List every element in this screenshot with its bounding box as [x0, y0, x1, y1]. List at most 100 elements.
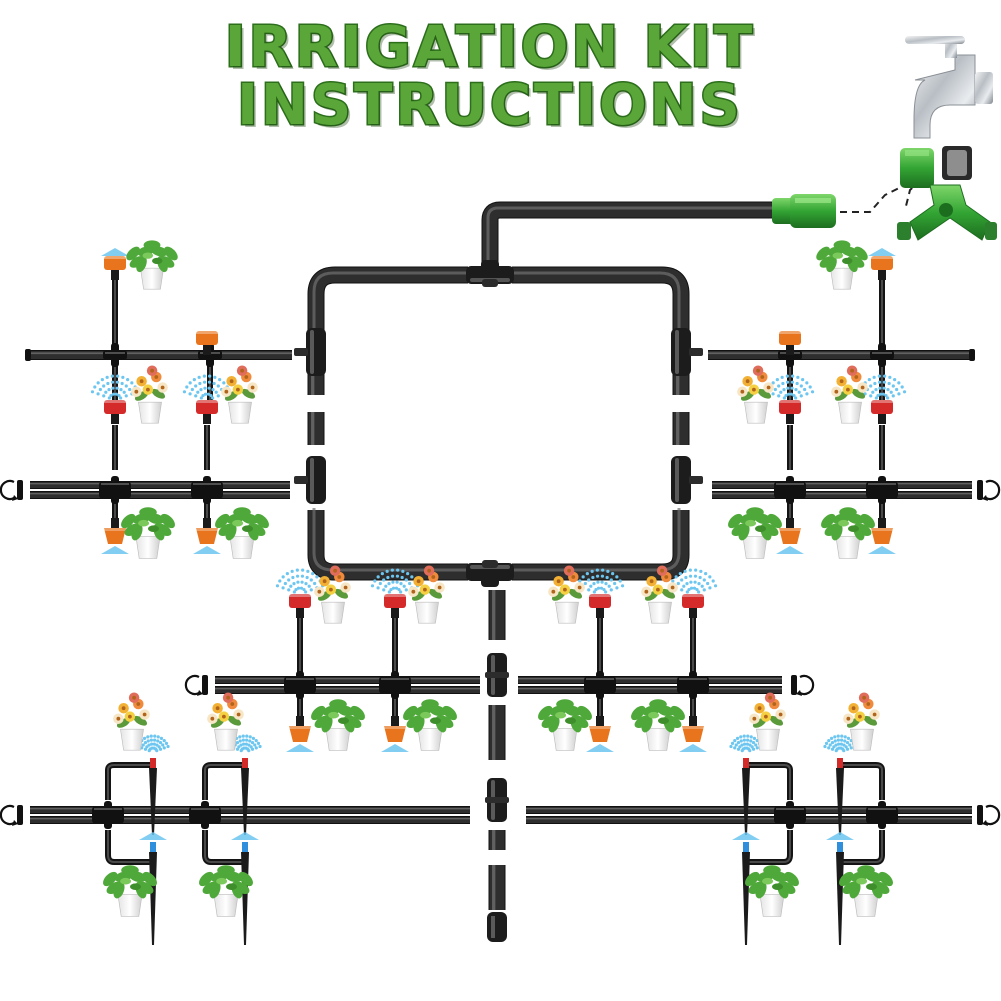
flower-pot-icon	[843, 692, 880, 751]
tube-segment	[488, 705, 506, 760]
end-plug-icon	[0, 479, 23, 501]
y-splitter-icon	[897, 184, 997, 241]
flower-pot-icon	[548, 565, 585, 624]
tube-segment	[712, 481, 972, 489]
spray-nozzle-icon	[275, 568, 325, 594]
spray-nozzle-icon	[231, 832, 259, 840]
drip-emitter-icon	[589, 716, 611, 742]
potted-plant-icon	[126, 240, 178, 290]
tee-connector-icon	[774, 801, 806, 829]
spray-nozzle-icon	[101, 546, 129, 554]
spray-nozzle-icon	[679, 744, 707, 752]
tube-segment	[518, 676, 782, 684]
tube-segment	[215, 686, 480, 694]
drip-emitter-icon	[589, 594, 611, 618]
drip-emitter-icon	[779, 331, 801, 355]
micro-tube	[105, 830, 150, 865]
tube-segment	[518, 686, 782, 694]
tube-segment	[215, 676, 480, 684]
end-cap-icon	[969, 349, 975, 361]
tube-segment	[30, 350, 292, 360]
tubing-layer	[30, 171, 972, 910]
tube-segment	[526, 816, 972, 824]
flower-pot-icon	[131, 365, 168, 424]
tube-segment	[708, 350, 970, 360]
drip-emitter-icon	[289, 716, 311, 742]
potted-plant-icon	[311, 699, 365, 751]
micro-tube	[105, 762, 150, 800]
tee-connector-icon	[866, 476, 898, 504]
potted-plant-icon	[631, 699, 685, 751]
spray-nozzle-icon	[586, 744, 614, 752]
end-cap-icon	[487, 912, 507, 942]
tee-connector-icon	[671, 328, 703, 376]
tee-connector-icon	[671, 456, 703, 504]
tee-connector-icon	[870, 343, 894, 367]
potted-plant-icon	[745, 865, 799, 917]
spray-nozzle-icon	[868, 546, 896, 554]
spray-nozzle-icon	[90, 374, 140, 400]
micro-tube	[840, 762, 885, 800]
spray-nozzle-icon	[139, 832, 167, 840]
tee-connector-icon	[284, 671, 316, 699]
tube-segment	[510, 266, 690, 330]
potted-plant-icon	[728, 507, 782, 559]
spray-nozzle-icon	[826, 832, 854, 840]
spray-nozzle-icon	[868, 248, 896, 256]
hose-adapter-icon	[900, 146, 972, 188]
tee-connector-icon	[379, 671, 411, 699]
potted-plant-icon	[403, 699, 457, 751]
tee-connector-icon	[294, 328, 326, 376]
spray-nozzle-icon	[776, 546, 804, 554]
tee-connector-icon	[294, 456, 326, 504]
potted-plant-icon	[816, 240, 868, 290]
potted-plant-icon	[821, 507, 875, 559]
flower-pot-icon	[408, 565, 445, 624]
tube-segment	[481, 201, 780, 262]
parts-layer	[0, 36, 1001, 945]
tube-segment	[672, 412, 690, 445]
drip-emitter-icon	[384, 594, 406, 618]
flower-pot-icon	[641, 565, 678, 624]
sprinkler-stake-icon	[836, 842, 844, 945]
tee-connector-icon	[189, 801, 221, 829]
title-line-1: IRRIGATION KIT	[223, 15, 756, 80]
spray-nozzle-icon	[136, 734, 170, 753]
spray-nozzle-icon	[101, 248, 129, 256]
end-plug-icon	[184, 674, 208, 696]
drip-emitter-icon	[779, 400, 801, 424]
micro-tube	[745, 830, 793, 865]
tube-segment	[307, 412, 325, 445]
sprinkler-stake-icon	[241, 758, 249, 835]
end-plug-icon	[977, 479, 1001, 501]
potted-plant-icon	[215, 507, 269, 559]
faucet-icon	[905, 36, 993, 139]
tee-connector-icon	[99, 476, 131, 504]
end-plug-icon	[977, 804, 1001, 826]
flower-pot-icon	[749, 692, 786, 751]
spray-nozzle-icon	[668, 568, 718, 594]
drip-emitter-icon	[104, 400, 126, 424]
plants-layer	[103, 240, 893, 917]
drip-emitter-icon	[682, 716, 704, 742]
spray-nozzle-icon	[193, 546, 221, 554]
drip-emitter-icon	[196, 400, 218, 424]
spray-nozzle-icon	[381, 744, 409, 752]
tee-connector-icon	[466, 260, 514, 287]
tee-connector-icon	[866, 801, 898, 829]
potted-plant-icon	[121, 507, 175, 559]
drip-emitter-icon	[289, 594, 311, 618]
potted-plant-icon	[103, 865, 157, 917]
spray-nozzle-icon	[732, 832, 760, 840]
drip-emitter-icon	[871, 518, 893, 544]
tube-segment	[526, 806, 972, 814]
flower-pot-icon	[314, 565, 351, 624]
flower-pot-icon	[207, 692, 244, 751]
tee-connector-icon	[103, 343, 127, 367]
connection-guide	[840, 184, 906, 213]
micro-tube	[745, 762, 793, 800]
end-cap-icon	[25, 349, 31, 361]
drip-emitter-icon	[682, 594, 704, 618]
tee-connector-icon	[92, 801, 124, 829]
tube-segment	[30, 491, 290, 499]
